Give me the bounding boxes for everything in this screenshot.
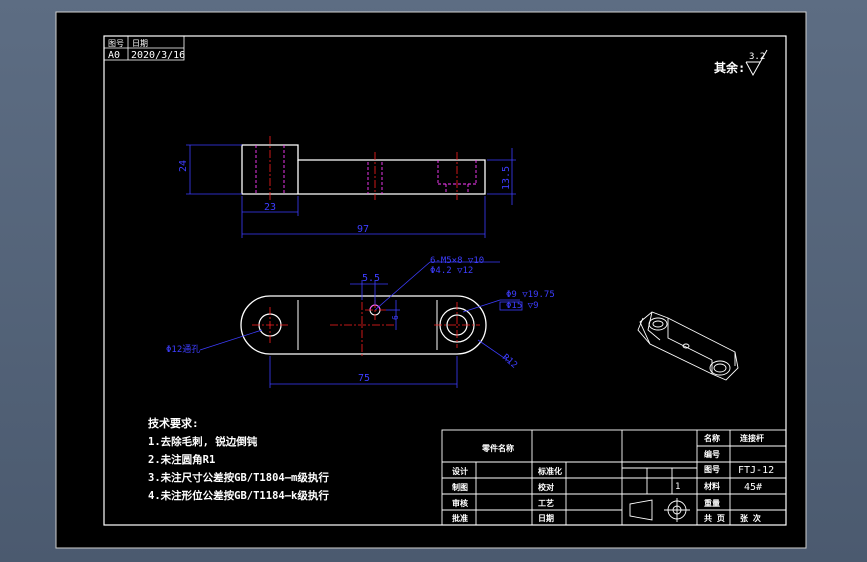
tb-sheet-label: 共 页: [704, 513, 725, 523]
tb-standardization: 标准化: [537, 466, 562, 476]
top-dimension-lines: [199, 261, 523, 388]
dim-offset-6: 6: [391, 315, 400, 320]
roughness-prefix: 其余:: [714, 60, 745, 75]
dim-thread-callout-1: 6-M5×8 ▽10: [430, 256, 484, 266]
tb-material-value: 45#: [744, 482, 762, 493]
projection-symbol: [629, 498, 690, 522]
tb-part-name-label: 零件名称: [481, 443, 514, 453]
tb-name-label: 名称: [704, 433, 720, 443]
tb-sheet-of-label: 张 次: [740, 513, 761, 523]
tb-material-label: 材料: [704, 481, 720, 491]
header-col1-value: A0: [108, 50, 120, 61]
front-view: 24 23 97 13.5: [178, 136, 516, 238]
tb-designer: 设计: [452, 466, 468, 476]
tb-code-label: 编号: [704, 449, 720, 459]
dim-counterbore-1: Φ9 ▽19.75: [506, 290, 555, 300]
dim-thread-callout-2: Φ4.2 ▽12: [430, 266, 473, 276]
tech-req-item-4: 4.未注形位公差按GB/T1184—k级执行: [148, 489, 329, 502]
header-col1-head: 图号: [108, 39, 124, 48]
tb-name-value: 连接杆: [740, 433, 764, 443]
drawing-sheet: [55, 11, 807, 549]
isometric-view: [637, 311, 739, 381]
dim-left-hole: Φ12通孔: [166, 344, 200, 355]
dim-offset-55: 5.5: [362, 273, 380, 284]
tech-req-item-1: 1.去除毛刺, 锐边倒钝: [148, 435, 258, 448]
dim-height-left: 24: [178, 160, 189, 172]
dim-center-distance: 75: [358, 373, 370, 384]
tb-approver: 批准: [452, 513, 468, 523]
top-view: 5.5 6 75 6-M5×8 ▽10 Φ4.2 ▽12 Φ9 ▽19.75 Φ…: [166, 256, 555, 388]
roughness-symbol: [745, 49, 768, 77]
tb-reviewer: 审核: [452, 498, 468, 508]
roughness-value: 3.2: [749, 52, 765, 62]
dim-counterbore-2: Φ15 ▽9: [506, 301, 539, 311]
top-center-lines: [252, 300, 480, 356]
tb-weight-label: 重量: [704, 498, 720, 508]
dim-overall-length: 97: [357, 224, 369, 235]
tech-req-item-3: 3.未注尺寸公差按GB/T1804—m级执行: [148, 471, 329, 484]
tb-process: 工艺: [538, 498, 554, 508]
dim-width-boss: 23: [264, 202, 276, 213]
header-table: [103, 35, 185, 61]
tb-proofread: 校对: [538, 482, 554, 492]
front-dimension-lines: [186, 144, 516, 238]
tech-req-item-2: 2.未注圆角R1: [148, 453, 215, 466]
front-hidden-lines: [255, 145, 477, 194]
header-col2-head: 日期: [132, 39, 148, 48]
tb-drafter: 制图: [452, 482, 468, 492]
tb-scale-value: 1: [675, 482, 680, 492]
tb-drawing-no-label: 图号: [704, 465, 720, 474]
tb-drawing-no-value: FTJ-12: [738, 465, 774, 476]
tech-req-title: 技术要求:: [148, 416, 199, 430]
tb-date-label: 日期: [538, 513, 554, 523]
dim-height-right: 13.5: [501, 166, 512, 190]
title-block-grid: [441, 429, 787, 526]
front-center-lines: [269, 136, 458, 200]
header-col2-value: 2020/3/16: [131, 50, 185, 61]
